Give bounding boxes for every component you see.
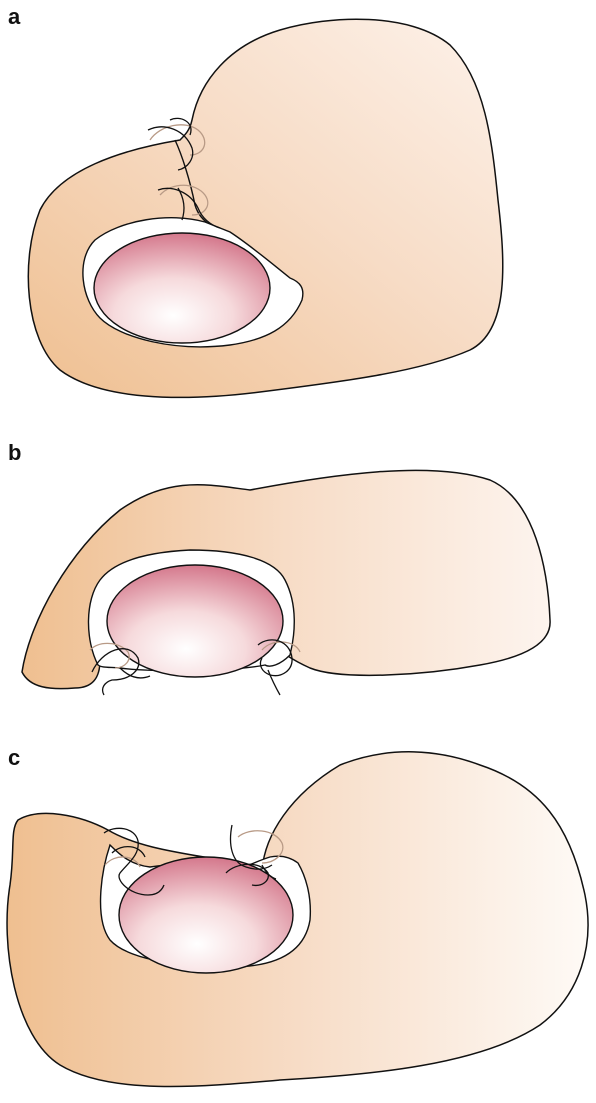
panel-c: c <box>0 745 596 1103</box>
tissue-flap <box>28 19 502 397</box>
panel-a: a <box>0 0 596 410</box>
wound-ellipse <box>107 565 283 677</box>
wound-ellipse <box>94 233 270 343</box>
panel-c-diagram <box>0 745 596 1103</box>
panel-b-diagram <box>0 440 596 710</box>
panel-a-diagram <box>0 0 596 410</box>
wound-ellipse <box>119 857 293 973</box>
panel-b: b <box>0 440 596 710</box>
